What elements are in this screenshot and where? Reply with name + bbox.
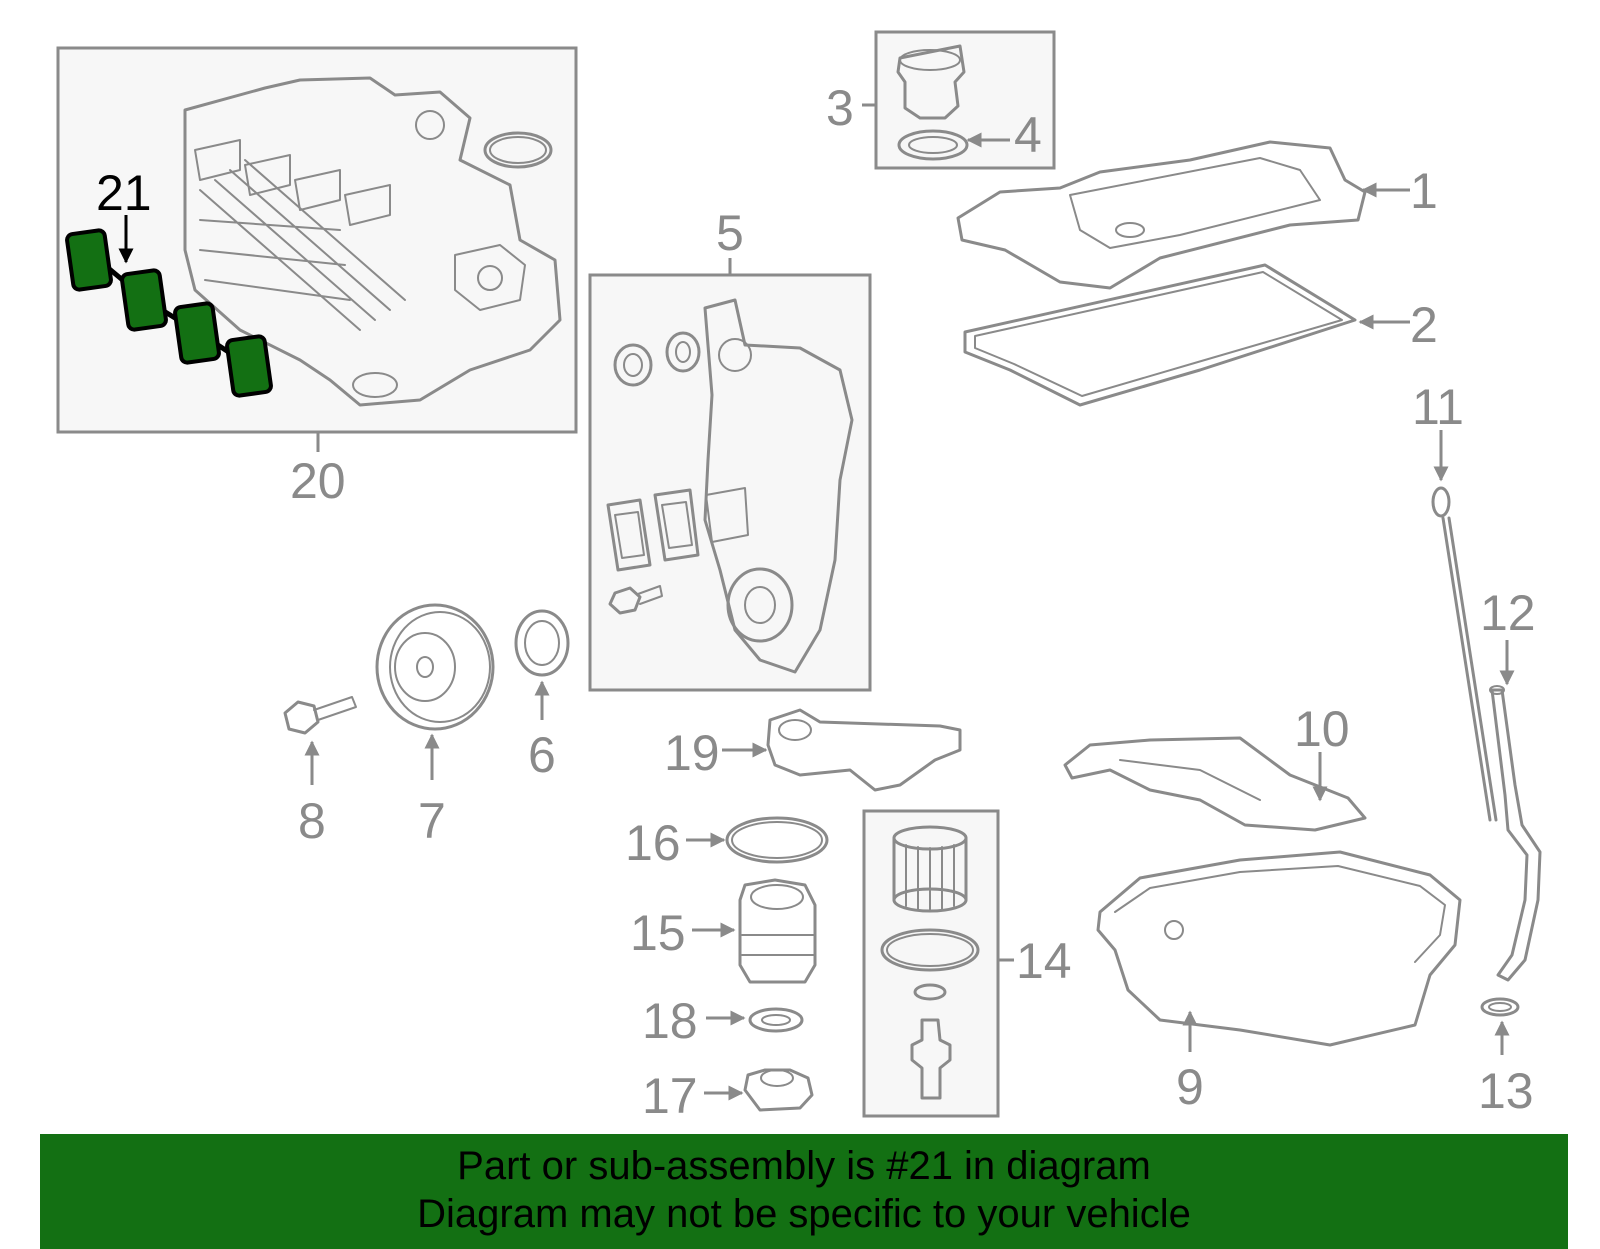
- timing-chain-cover[interactable]: [703, 298, 854, 674]
- intake-oring[interactable]: [483, 131, 553, 169]
- callout-17: 17: [642, 1068, 698, 1124]
- oil-dipstick[interactable]: [1431, 486, 1498, 822]
- callout-1: 1: [1410, 163, 1438, 219]
- callout-7: 7: [418, 793, 446, 849]
- timing-cover-gasket-1[interactable]: [606, 498, 652, 572]
- timing-cover-box: [588, 273, 872, 692]
- timing-cover-seal-2[interactable]: [665, 331, 701, 373]
- timing-cover-gasket-2[interactable]: [653, 488, 700, 562]
- dipstick-tube-oring[interactable]: [1480, 997, 1520, 1017]
- valve-cover-gasket[interactable]: [963, 263, 1357, 407]
- oil-filter-element[interactable]: [892, 825, 968, 913]
- callout-4: 4: [1014, 107, 1042, 163]
- callout-8: 8: [298, 793, 326, 849]
- dipstick-tube[interactable]: [1489, 685, 1542, 982]
- callout-14: 14: [1016, 933, 1072, 989]
- callout-13: 13: [1478, 1063, 1534, 1119]
- banner-line-part: Part or sub-assembly is #21 in diagram: [457, 1144, 1151, 1188]
- info-banner: Part or sub-assembly is #21 in diagram D…: [40, 1134, 1568, 1249]
- callout-3: 3: [826, 80, 854, 136]
- pulley-bolt[interactable]: [283, 696, 357, 735]
- oil-filter-bracket[interactable]: [766, 708, 962, 792]
- intake-manifold-box: [56, 46, 578, 434]
- drain-plug[interactable]: [743, 1068, 814, 1112]
- oil-filter-oring[interactable]: [880, 928, 980, 972]
- callout-19: 19: [664, 725, 720, 781]
- timing-cover-seal-1[interactable]: [613, 343, 653, 387]
- crank-pulley[interactable]: [375, 603, 495, 731]
- callout-16: 16: [625, 815, 681, 871]
- drain-plug-gasket[interactable]: [748, 1007, 804, 1033]
- callout-9: 9: [1176, 1059, 1204, 1115]
- oil-filter-small-oring[interactable]: [913, 983, 947, 1001]
- callout-20: 20: [290, 453, 346, 509]
- callout-15: 15: [630, 905, 686, 961]
- callout-12: 12: [1480, 585, 1536, 641]
- intake-manifold-gasket-set[interactable]: [65, 228, 273, 398]
- callout-21: 21: [96, 165, 152, 221]
- callout-11: 11: [1412, 379, 1464, 435]
- oil-filler-cap[interactable]: [896, 44, 966, 120]
- oil-pan-baffle[interactable]: [1063, 736, 1367, 832]
- callout-5: 5: [716, 205, 744, 261]
- callout-2: 2: [1410, 297, 1438, 353]
- callout-18: 18: [642, 993, 698, 1049]
- filter-housing-oring[interactable]: [725, 816, 829, 864]
- timing-cover-bolt[interactable]: [608, 585, 663, 615]
- callout-6: 6: [528, 727, 556, 783]
- callout-10: 10: [1294, 701, 1350, 757]
- oil-filter-cap[interactable]: [738, 878, 817, 984]
- oil-pan[interactable]: [1096, 850, 1462, 1047]
- intake-manifold[interactable]: [183, 76, 562, 407]
- front-crank-seal[interactable]: [514, 609, 570, 677]
- banner-line-disclaimer: Diagram may not be specific to your vehi…: [417, 1192, 1191, 1236]
- oil-filter-drain-pipe[interactable]: [910, 1018, 952, 1100]
